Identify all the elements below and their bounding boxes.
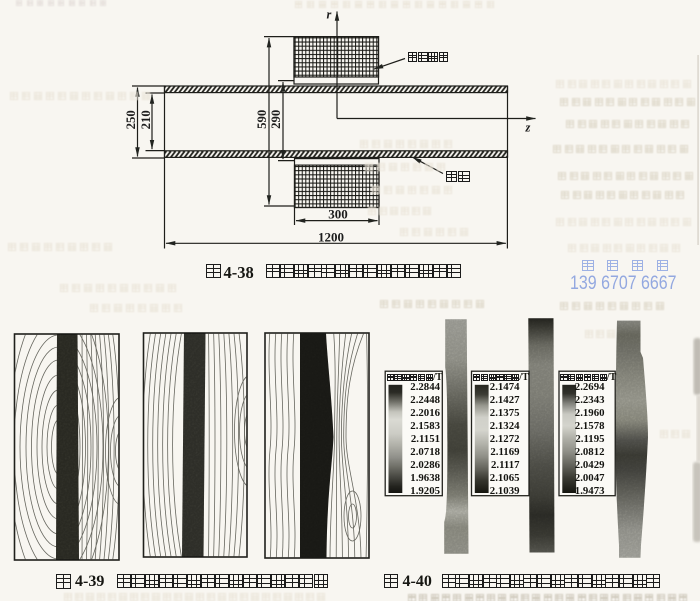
svg-text:2.1427: 2.1427 xyxy=(490,394,520,406)
svg-text:2.1169: 2.1169 xyxy=(490,446,520,458)
svg-text:r: r xyxy=(327,8,332,22)
svg-text:290: 290 xyxy=(269,110,283,129)
svg-text:2.2448: 2.2448 xyxy=(410,394,440,406)
svg-text:590: 590 xyxy=(255,110,269,129)
svg-text:2.1578: 2.1578 xyxy=(575,420,605,432)
svg-text:210: 210 xyxy=(139,110,153,129)
svg-text:1200: 1200 xyxy=(318,230,344,245)
svg-text:2.1375: 2.1375 xyxy=(490,407,520,419)
svg-text:z: z xyxy=(525,121,531,135)
svg-text:2.0812: 2.0812 xyxy=(575,446,605,458)
svg-text:2.0286: 2.0286 xyxy=(410,459,440,471)
svg-text:2.2844: 2.2844 xyxy=(410,381,440,393)
svg-text:2.1117: 2.1117 xyxy=(491,459,520,471)
svg-text:2.1272: 2.1272 xyxy=(490,433,520,445)
svg-text:2.1195: 2.1195 xyxy=(575,433,604,445)
svg-text:2.1474: 2.1474 xyxy=(490,381,520,393)
svg-text:2.0718: 2.0718 xyxy=(410,446,440,458)
svg-text:2.1151: 2.1151 xyxy=(411,433,440,445)
svg-text:1.9205: 1.9205 xyxy=(410,485,440,497)
svg-text:2.1065: 2.1065 xyxy=(490,472,520,484)
svg-text:2.1960: 2.1960 xyxy=(575,407,605,419)
svg-text:2.2343: 2.2343 xyxy=(575,394,605,406)
svg-text:2.1583: 2.1583 xyxy=(410,420,440,432)
svg-text:1.9638: 1.9638 xyxy=(410,472,440,484)
svg-text:2.0429: 2.0429 xyxy=(575,459,605,471)
svg-text:2.2694: 2.2694 xyxy=(575,381,605,393)
svg-text:1.9473: 1.9473 xyxy=(575,485,605,497)
svg-text:250: 250 xyxy=(124,110,138,129)
svg-text:2.0047: 2.0047 xyxy=(575,472,605,484)
svg-text:2.1039: 2.1039 xyxy=(490,485,520,497)
svg-text:300: 300 xyxy=(328,207,348,222)
svg-text:2.1324: 2.1324 xyxy=(490,420,520,432)
svg-text:2.2016: 2.2016 xyxy=(410,407,440,419)
